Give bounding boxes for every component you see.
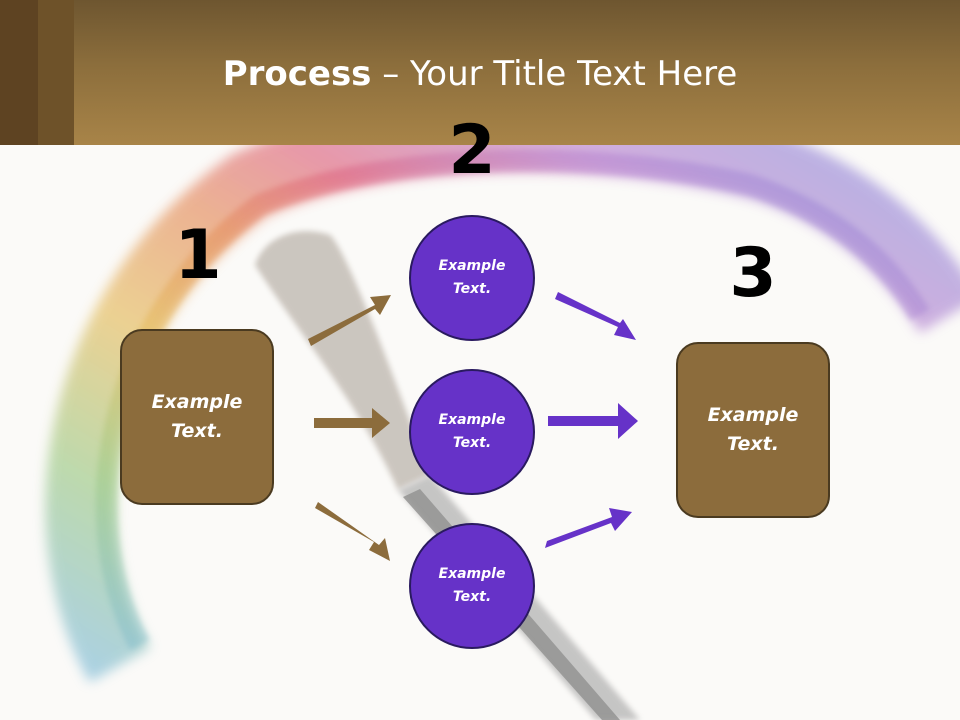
process-circle-top: Example Text. (409, 215, 535, 341)
process-circle-top-text: Example Text. (438, 258, 506, 297)
step-number-1: 1 (174, 216, 222, 295)
header-accent-strip (0, 0, 38, 145)
process-circle-bottom: Example Text. (409, 523, 535, 649)
process-circle-bottom-text: Example Text. (438, 566, 506, 605)
title-bar (0, 0, 960, 145)
process-circle-middle: Example Text. (409, 369, 535, 495)
step-1-box-text: Example Text. (151, 391, 243, 442)
slide-title: Process – Your Title Text Here (0, 52, 960, 96)
step-number-2: 2 (448, 111, 496, 190)
slide-title-bold: Process (222, 54, 372, 94)
step-3-box-text: Example Text. (707, 404, 799, 455)
process-circle-middle-text: Example Text. (438, 412, 506, 451)
header-accent-strip (38, 0, 74, 145)
step-1-box: Example Text. (120, 329, 274, 505)
step-number-3: 3 (729, 234, 777, 313)
slide-title-rest: – Your Title Text Here (371, 54, 738, 94)
step-3-box: Example Text. (676, 342, 830, 518)
